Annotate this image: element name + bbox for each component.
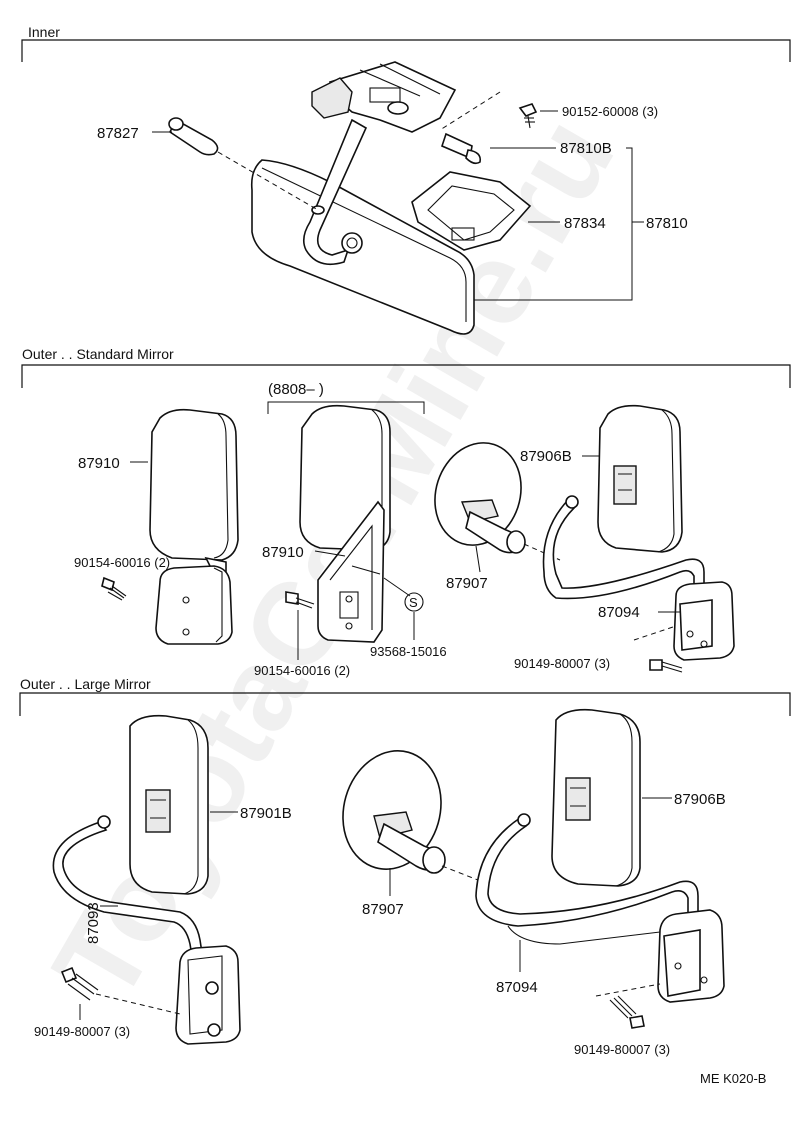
large-mirror-right (551, 708, 641, 887)
section-inner-frame (21, 39, 791, 62)
label-87093: 87093 (85, 902, 102, 944)
bolt-90154-mid-icon (285, 591, 315, 609)
label-87901B: 87901B (240, 805, 292, 822)
large-mount-right (657, 909, 725, 1003)
std-mirror-mid (299, 404, 391, 551)
label-87094-large: 87094 (496, 979, 538, 996)
bracket-range-line (267, 401, 425, 414)
leader-s-mark (383, 577, 411, 597)
std-round-mirror (434, 442, 526, 554)
large-mirror-left (129, 714, 209, 895)
label-87910-left: 87910 (78, 455, 120, 472)
bolt-90149-large-right-icon (609, 995, 645, 1029)
std-bracket-mid (317, 500, 385, 643)
std-mirror-right (597, 404, 683, 553)
large-mount-left (175, 945, 241, 1045)
large-round-mirror (342, 750, 446, 874)
label-87907-std: 87907 (446, 575, 488, 592)
s-mark-text: S (409, 595, 418, 610)
label-90154-mid: 90154-60016 (2) (254, 663, 350, 678)
s-mark: S (404, 592, 424, 612)
label-87810: 87810 (646, 215, 688, 232)
std-mirror-left (149, 408, 239, 561)
label-87827: 87827 (97, 125, 139, 142)
diagram-code: ME K020-B (700, 1071, 766, 1086)
inner-dash-grip (217, 151, 319, 211)
large-dash-right (595, 983, 661, 997)
leader-87910-mid (314, 550, 346, 557)
label-87810B: 87810B (560, 140, 612, 157)
std-stay-bar (542, 495, 705, 600)
bulb-87810B-icon (441, 132, 482, 165)
section-title-outer-large: Outer . . Large Mirror (20, 676, 151, 692)
lens-87834-icon (411, 171, 532, 251)
label-87834: 87834 (564, 215, 606, 232)
label-93568: 93568-15016 (370, 644, 447, 659)
label-90149-large-left: 90149-80007 (3) (34, 1024, 130, 1039)
inner-dash-screw (439, 91, 501, 131)
section-standard-frame (21, 364, 791, 388)
bracket-87810 (474, 147, 633, 301)
label-90154-left: 90154-60016 (2) (74, 555, 170, 570)
label-87906B-large: 87906B (674, 791, 726, 808)
label-90149-std: 90149-80007 (3) (514, 656, 610, 671)
label-87907-large: 87907 (362, 901, 404, 918)
label-90149-large-right: 90149-80007 (3) (574, 1042, 670, 1057)
section-title-outer-standard: Outer . . Standard Mirror (22, 346, 174, 362)
label-87910-mid: 87910 (262, 544, 304, 561)
label-bracket-range: (8808– ) (268, 381, 324, 398)
large-dash-round (441, 865, 479, 881)
bolt-90149-large-left-icon (60, 966, 99, 1001)
section-large-frame (19, 692, 791, 716)
grip-87827-icon (168, 117, 219, 156)
inner-mount-bracket (311, 61, 457, 133)
std-mount-left (155, 556, 233, 645)
label-87906B-std: 87906B (520, 448, 572, 465)
bolt-90154-left-icon (101, 576, 127, 601)
section-title-inner: Inner (28, 24, 60, 40)
std-dash-round (523, 543, 561, 561)
bolt-90149-std-icon (649, 659, 683, 673)
std-dash-bolt (633, 625, 677, 641)
label-87094-std: 87094 (598, 604, 640, 621)
label-90152: 90152-60008 (3) (562, 104, 658, 119)
screw-90152-icon (518, 103, 558, 129)
leader-87907-std (475, 545, 481, 573)
std-bar-mount (673, 581, 735, 661)
